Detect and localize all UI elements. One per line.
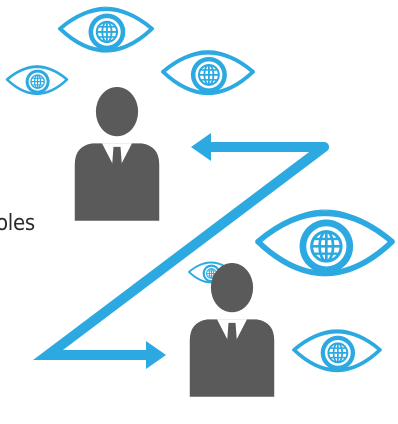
cropped-label: oles <box>0 211 35 236</box>
zigzag-arrow-icon <box>33 133 329 369</box>
eye-globe-icon <box>7 65 67 94</box>
eye-globe-icon <box>60 7 152 51</box>
eye-globe-icon <box>163 50 253 93</box>
person-icon <box>189 263 275 397</box>
person-icon <box>74 87 160 221</box>
eye-globe-icon <box>258 209 392 273</box>
eye-globe-icon <box>294 329 380 370</box>
